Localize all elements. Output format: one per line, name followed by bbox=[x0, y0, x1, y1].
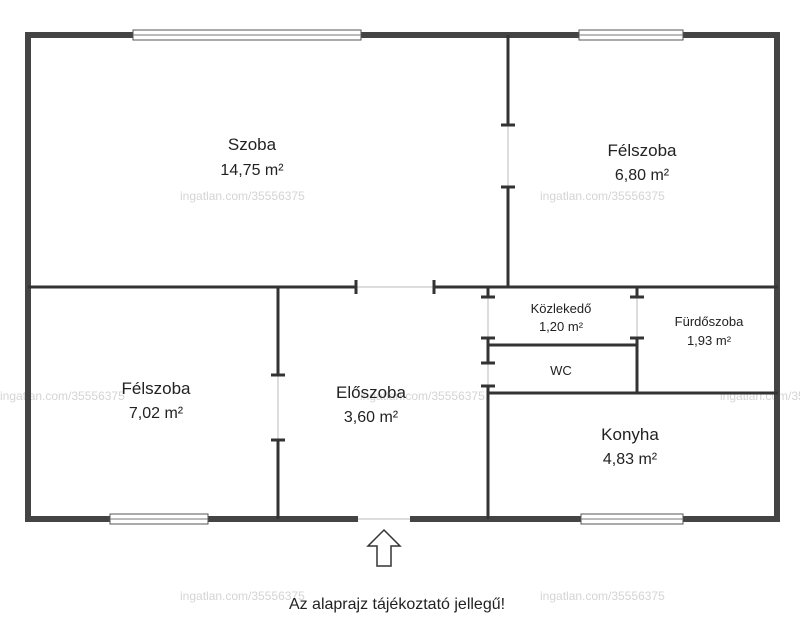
watermark-text: ingatlan.com/35556375 bbox=[0, 389, 125, 403]
room-name-eloszoba: Előszoba bbox=[336, 383, 406, 402]
interior-walls bbox=[28, 35, 778, 519]
watermark-text: ingatlan.com/35556375 bbox=[720, 389, 800, 403]
room-name-wc: WC bbox=[550, 363, 572, 378]
watermark-text: ingatlan.com/35556375 bbox=[540, 589, 665, 603]
watermark-text: ingatlan.com/35556375 bbox=[360, 389, 485, 403]
room-area-konyha: 4,83 m² bbox=[603, 451, 658, 468]
room-name-furdoszoba: Fürdőszoba bbox=[675, 314, 744, 329]
room-name-szoba: Szoba bbox=[228, 135, 277, 154]
window bbox=[580, 513, 684, 525]
room-name-konyha: Konyha bbox=[601, 425, 659, 444]
window bbox=[109, 513, 209, 525]
window bbox=[132, 29, 362, 41]
room-area-felszoba-left: 7,02 m² bbox=[129, 405, 184, 422]
watermark-text: ingatlan.com/35556375 bbox=[180, 189, 305, 203]
room-name-felszoba-right: Félszoba bbox=[608, 141, 678, 160]
door-openings bbox=[271, 123, 644, 520]
watermark-text: ingatlan.com/35556375 bbox=[180, 589, 305, 603]
room-area-eloszoba: 3,60 m² bbox=[344, 409, 399, 426]
room-name-kozlekedo: Közlekedő bbox=[531, 301, 592, 316]
room-name-felszoba-left: Félszoba bbox=[122, 379, 192, 398]
room-labels: Szoba 14,75 m² Félszoba 6,80 m² Félszoba… bbox=[122, 135, 745, 468]
window bbox=[578, 29, 684, 41]
up-arrow-icon bbox=[366, 528, 402, 567]
watermark-text: ingatlan.com/35556375 bbox=[540, 189, 665, 203]
watermarks: ingatlan.com/35556375 ingatlan.com/35556… bbox=[0, 189, 800, 603]
room-area-szoba: 14,75 m² bbox=[220, 162, 284, 179]
room-area-felszoba-right: 6,80 m² bbox=[615, 167, 670, 184]
windows bbox=[109, 29, 684, 525]
outer-walls bbox=[25, 32, 780, 522]
room-area-kozlekedo: 1,20 m² bbox=[539, 319, 584, 334]
disclaimer-note: Az alaprajz tájékoztató jellegű! bbox=[289, 596, 505, 613]
room-area-furdoszoba: 1,93 m² bbox=[687, 333, 732, 348]
